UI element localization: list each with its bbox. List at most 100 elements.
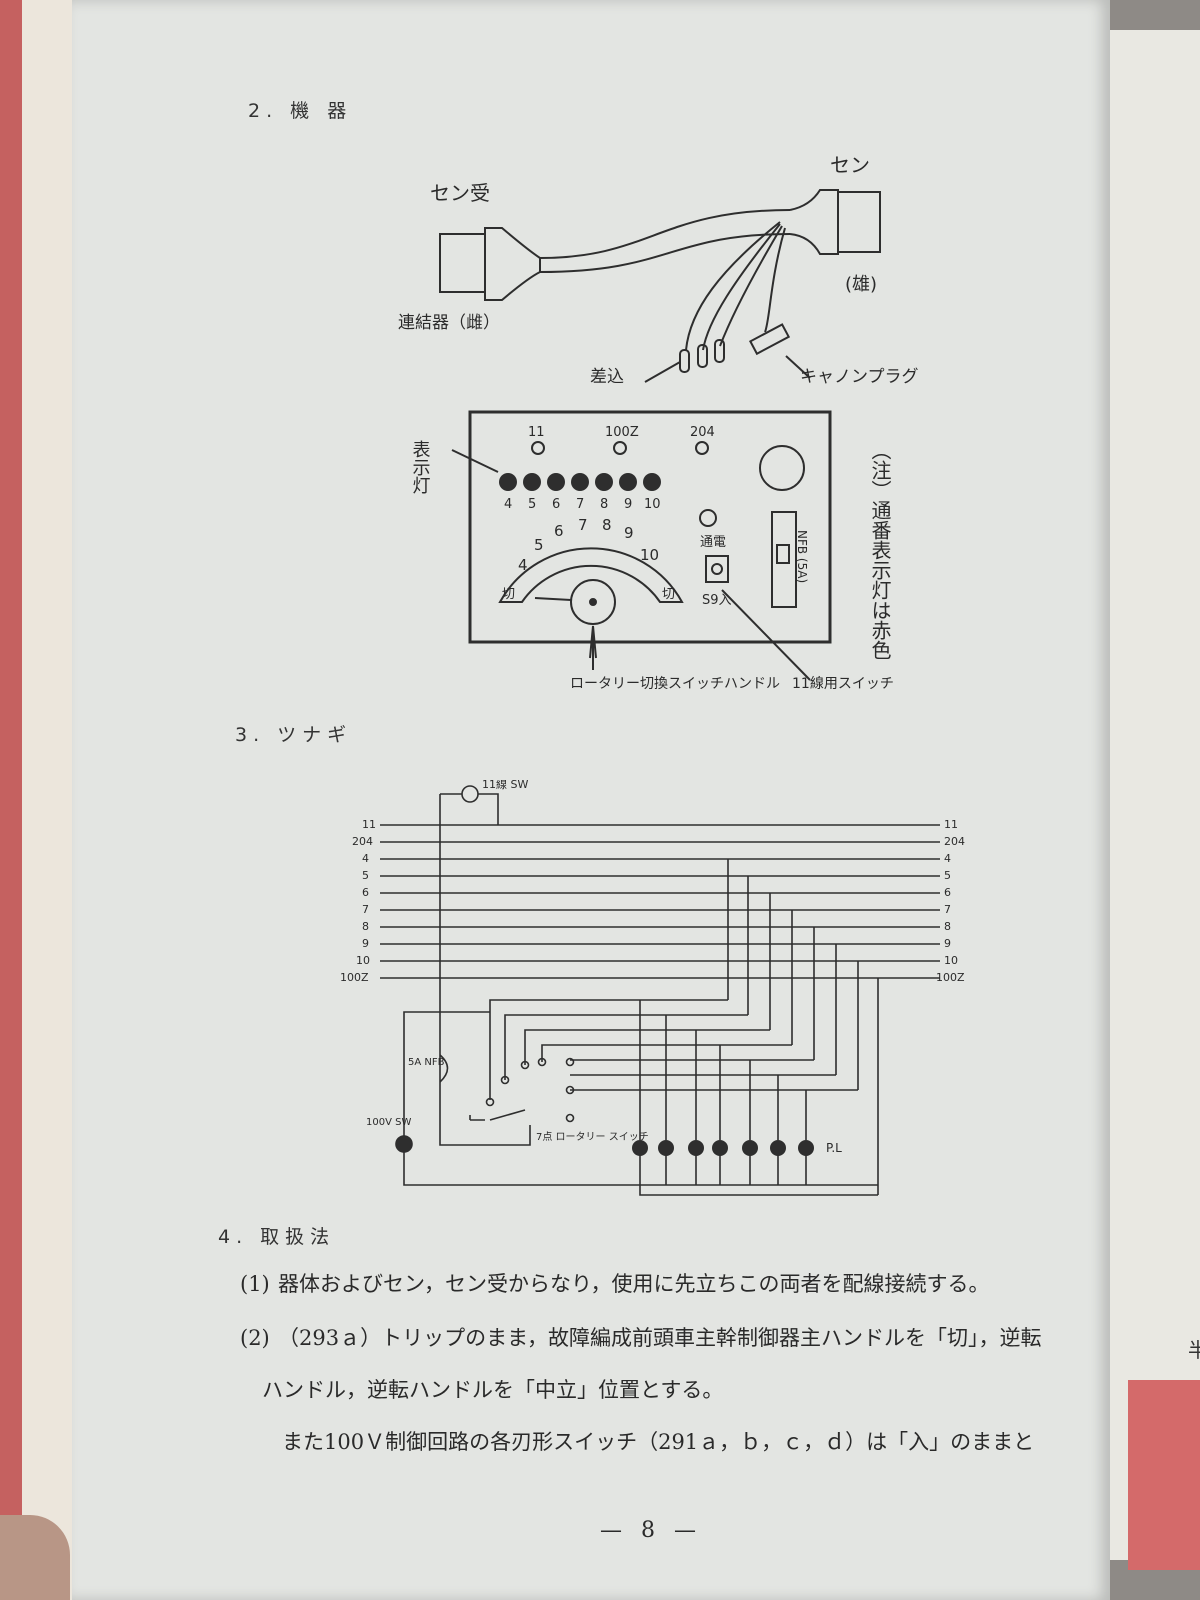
section-heading-equipment: 2. 機 器 (248, 100, 353, 122)
nfb-breaker (771, 511, 797, 608)
thumb (0, 1515, 70, 1600)
pilot-lamp-5 (742, 1140, 758, 1156)
lamp-204 (695, 441, 709, 455)
paragraph-2-text-a: （293ａ）トリップのまま，故障編成前頭車主幹制御器主ハンドルを「切」，逆転 (278, 1326, 1042, 1350)
left-line-9: 9 (362, 937, 369, 950)
insert-arrow (644, 361, 681, 383)
insert-plug-3 (714, 339, 725, 363)
dial-number-5: 5 (534, 536, 544, 554)
rotary-contact-5 (565, 1057, 575, 1067)
next-page (1100, 30, 1200, 1560)
nfb-symbol (439, 1054, 449, 1083)
right-line-7: 7 (944, 903, 951, 916)
energized-label: 通電 (700, 535, 726, 550)
sw100v-symbol (395, 1135, 413, 1153)
indicator-lamp-10 (643, 473, 661, 491)
dial-number-10: 10 (640, 546, 659, 564)
plug-flange (789, 189, 839, 255)
receptacle-flange (484, 227, 541, 301)
page-number: — 8 — (600, 1518, 702, 1543)
lamp-11 (531, 441, 545, 455)
section-heading-wiring: 3. ツナギ (235, 724, 353, 746)
dial-number-6: 6 (554, 522, 564, 540)
lamp-204-label: 204 (690, 425, 715, 440)
right-line-8: 8 (944, 920, 951, 933)
switch-label: S9入 (702, 593, 732, 608)
pl-label: P.L (826, 1141, 842, 1155)
left-line-6: 6 (362, 886, 369, 899)
next-page-text: 半 (1188, 1338, 1200, 1362)
lamp-number-9: 9 (624, 497, 632, 512)
note-label: （注）通番表示灯は赤色 (868, 440, 892, 660)
right-line-10: 10 (944, 954, 958, 967)
pilot-lamp-6 (770, 1140, 786, 1156)
indicator-lamp-4 (499, 473, 517, 491)
paragraph-1-marker: (1) (240, 1272, 270, 1296)
right-line-100z: 100Z (936, 971, 965, 984)
lamp-11-label: 11 (528, 425, 545, 440)
lamp-number-7: 7 (576, 497, 584, 512)
pilot-lamp-1 (632, 1140, 648, 1156)
insert-label: 差込 (590, 367, 624, 387)
paragraph-1-text: 器体およびセン，セン受からなり，使用に先立ちこの両者を配線接続する。 (278, 1272, 990, 1296)
paragraph-2: (2) （293ａ）トリップのまま，故障編成前頭車主幹制御器主ハンドルを「切」，逆… (240, 1322, 1042, 1352)
insert-plug-2 (697, 344, 708, 368)
nfb-label: 5A NFB (408, 1057, 445, 1068)
left-line-204: 204 (352, 835, 373, 848)
left-line-5: 5 (362, 869, 369, 882)
cannon-arrow (785, 355, 811, 379)
right-line-9: 9 (944, 937, 951, 950)
dial-number-4: 4 (518, 556, 528, 574)
male-label: (雄) (845, 274, 877, 295)
sw11-symbol (461, 785, 479, 803)
left-line-8: 8 (362, 920, 369, 933)
branch-leads (685, 221, 786, 351)
pilot-lamp-7 (798, 1140, 814, 1156)
rotary-contact-6 (565, 1085, 575, 1095)
sw100v-label: 100V SW (366, 1117, 411, 1128)
sw11-label: 11線 SW (482, 780, 528, 791)
dial-label-left: 切 (502, 587, 515, 602)
section-heading-handling: 4. 取扱法 (218, 1226, 336, 1248)
indicator-lamp-6 (547, 473, 565, 491)
dial-number-8: 8 (602, 516, 612, 534)
left-line-7: 7 (362, 903, 369, 916)
left-line-11: 11 (362, 818, 376, 831)
indicator-lamps (499, 473, 661, 491)
right-line-4: 4 (944, 852, 951, 865)
cannon-socket (759, 445, 805, 491)
previous-page-edge (22, 0, 75, 1600)
paragraph-2-cont: ハンドル，逆転ハンドルを「中立」位置とする。 (262, 1378, 724, 1402)
nfb-label: NFB (5A) (795, 530, 809, 583)
dial-number-9: 9 (624, 524, 634, 542)
indicator-lamp-5 (523, 473, 541, 491)
rotary-pointer (534, 597, 572, 601)
paragraph-2-marker: (2) (240, 1326, 270, 1350)
switch-leader (721, 589, 811, 681)
rotary-dial-scale (498, 547, 684, 603)
rotary-contact-1 (485, 1097, 495, 1107)
pilot-lamps (632, 1140, 814, 1156)
rotary-handle-knob (570, 579, 616, 625)
lamp-100z (613, 441, 627, 455)
left-line-10: 10 (356, 954, 370, 967)
indicator-lamp-label: 表示灯 (410, 440, 431, 494)
right-line-5: 5 (944, 869, 951, 882)
control-panel (468, 410, 832, 644)
right-line-11: 11 (944, 818, 958, 831)
lamp-number-10: 10 (644, 497, 661, 512)
lamp-100z-label: 100Z (605, 425, 639, 440)
rotary-contact-8 (489, 1109, 526, 1121)
rotary-handle-label: ロータリー切換スイッチハンドル (570, 676, 780, 692)
cannon-plug-label: キャノンプラグ (800, 367, 919, 387)
cannon-plug (748, 323, 791, 356)
lamp-number-5: 5 (528, 497, 536, 512)
lamp-number-6: 6 (552, 497, 560, 512)
spare-lamp (699, 509, 717, 527)
next-cover-edge (1128, 1380, 1200, 1570)
receptacle-label: セン受 (430, 181, 490, 205)
receptacle-body (439, 233, 486, 293)
lamp-number-8: 8 (600, 497, 608, 512)
rotary-contact-4 (537, 1057, 547, 1067)
pilot-lamp-4 (712, 1140, 728, 1156)
